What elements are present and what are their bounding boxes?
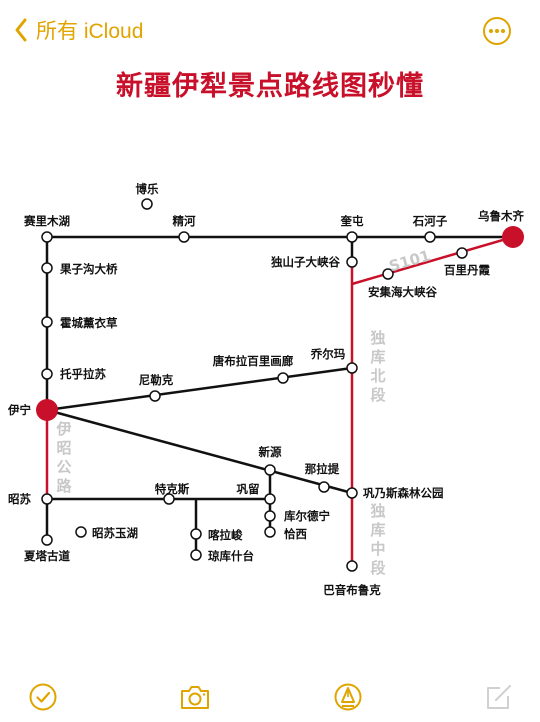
station-node-kuitun	[346, 231, 358, 243]
station-node-bayinbuluke	[346, 560, 358, 572]
bottom-toolbar	[0, 672, 540, 722]
label-zhaosuyuhu: 昭苏玉湖	[92, 526, 138, 540]
station-node-kalajun	[190, 528, 202, 540]
station-node-kuerdening	[264, 510, 276, 522]
label-tekesi: 特克斯	[155, 482, 190, 496]
label-kuerdening: 库尔德宁	[284, 509, 330, 523]
svg-text:段: 段	[370, 386, 385, 404]
station-node-tangbula	[277, 372, 289, 384]
camera-icon	[181, 686, 209, 709]
label-gongnaisi: 巩乃斯森林公园	[363, 486, 444, 500]
yining-gongnaisi-route	[46, 408, 353, 495]
ellipsis-circle-icon	[483, 17, 511, 45]
label-kuitun: 奎屯	[340, 214, 364, 228]
pen-tip-icon	[334, 683, 362, 711]
label-nileke: 尼勒克	[139, 373, 174, 387]
svg-text:昭: 昭	[56, 439, 71, 457]
station-node-shihezi	[424, 231, 436, 243]
red-routes	[45, 235, 514, 566]
label-xiata: 夏塔古道	[24, 549, 70, 563]
note-title: 新疆伊犁景点路线图秒懂	[116, 71, 424, 101]
label-bayinbuluke: 巴音布鲁克	[323, 583, 381, 597]
svg-text:段: 段	[370, 559, 385, 577]
station-node-qiongku	[190, 549, 202, 561]
label-qiongku: 琼库什台	[208, 549, 254, 563]
compose-button[interactable]	[484, 682, 514, 712]
station-node-gongnaisi	[346, 487, 358, 499]
station-labels: 博乐 赛里木湖 精河 奎屯 石河子 乌鲁木齐 果子沟大桥 独山子大峡谷 百里丹霞…	[7, 182, 524, 597]
label-xinyuan: 新源	[259, 445, 282, 459]
label-s101: S101	[387, 247, 432, 276]
label-bole: 博乐	[136, 182, 159, 196]
station-node-xinyuan	[264, 464, 276, 476]
label-huocheng: 霍城薰衣草	[60, 316, 118, 330]
svg-text:库: 库	[370, 348, 385, 366]
label-dukuzhong: 独 库 中 段	[370, 502, 385, 577]
station-node-huocheng	[41, 316, 53, 328]
label-baili: 百里丹霞	[444, 263, 490, 277]
label-jinghe: 精河	[173, 214, 196, 228]
svg-text:库: 库	[370, 521, 385, 539]
label-qiaxi: 恰西	[284, 527, 307, 541]
label-gongliu: 巩留	[237, 482, 260, 496]
svg-text:路: 路	[56, 477, 72, 495]
station-node-zhaosu	[41, 493, 53, 505]
station-node-zhaosuyuhu	[75, 526, 87, 538]
svg-text:公: 公	[56, 458, 71, 476]
svg-text:独: 独	[370, 329, 385, 347]
label-tuohu: 托乎拉苏	[60, 367, 106, 381]
label-anjihai: 安集海大峡谷	[368, 285, 437, 299]
label-yining: 伊宁	[7, 403, 31, 417]
svg-text:中: 中	[370, 540, 385, 558]
more-button[interactable]	[482, 16, 512, 46]
urumqi-terminal	[502, 226, 524, 248]
label-dushanzi: 独山子大峡谷	[271, 255, 340, 269]
station-node-sailimu	[41, 231, 53, 243]
station-nodes	[41, 198, 468, 572]
station-node-bole	[141, 198, 153, 210]
label-guozigou: 果子沟大桥	[59, 262, 118, 276]
station-node-jinghe	[178, 231, 190, 243]
label-yizhao: 伊 昭 公 路	[55, 420, 72, 495]
station-node-qiaxi	[264, 526, 276, 538]
yining-terminal	[36, 399, 58, 421]
label-zhaosu: 昭苏	[8, 492, 31, 506]
station-node-tuohu	[41, 368, 53, 380]
station-node-baili	[456, 247, 468, 259]
label-nalati: 那拉提	[305, 462, 340, 476]
station-node-anjihai	[382, 268, 394, 280]
back-label: 所有 iCloud	[36, 20, 144, 43]
label-dukubei: 独 库 北 段	[370, 329, 385, 404]
svg-text:伊: 伊	[55, 420, 71, 438]
station-node-nalati	[318, 481, 330, 493]
markup-button[interactable]	[333, 682, 363, 712]
station-node-tekesi	[163, 493, 175, 505]
checkmark-circle-icon	[29, 683, 57, 711]
label-tangbula: 唐布拉百里画廊	[212, 354, 294, 368]
chevron-left-icon	[15, 18, 27, 42]
navigation-bar: 所有 iCloud	[0, 0, 540, 60]
s101-route	[351, 235, 514, 286]
station-node-xiata	[41, 534, 53, 546]
label-sailimu: 赛里木湖	[23, 214, 70, 228]
station-node-nileke	[149, 390, 161, 402]
black-routes	[45, 235, 513, 555]
checklist-button[interactable]	[28, 682, 58, 712]
back-button[interactable]: 所有 iCloud	[14, 14, 143, 46]
station-node-gongliu	[264, 493, 276, 505]
station-node-qiaoerma	[346, 362, 358, 374]
label-kalajun: 喀拉峻	[208, 528, 243, 542]
station-node-guozigou	[41, 262, 53, 274]
compose-icon	[487, 685, 511, 709]
station-node-dushanzi	[346, 256, 358, 268]
yining-qiaoerma-route	[46, 366, 353, 412]
label-urumqi: 乌鲁木齐	[478, 209, 524, 223]
label-shihezi: 石河子	[412, 214, 448, 228]
svg-text:独: 独	[370, 502, 385, 520]
camera-button[interactable]	[178, 682, 212, 712]
svg-text:北: 北	[370, 367, 385, 385]
label-qiaoerma: 乔尔玛	[310, 347, 346, 361]
